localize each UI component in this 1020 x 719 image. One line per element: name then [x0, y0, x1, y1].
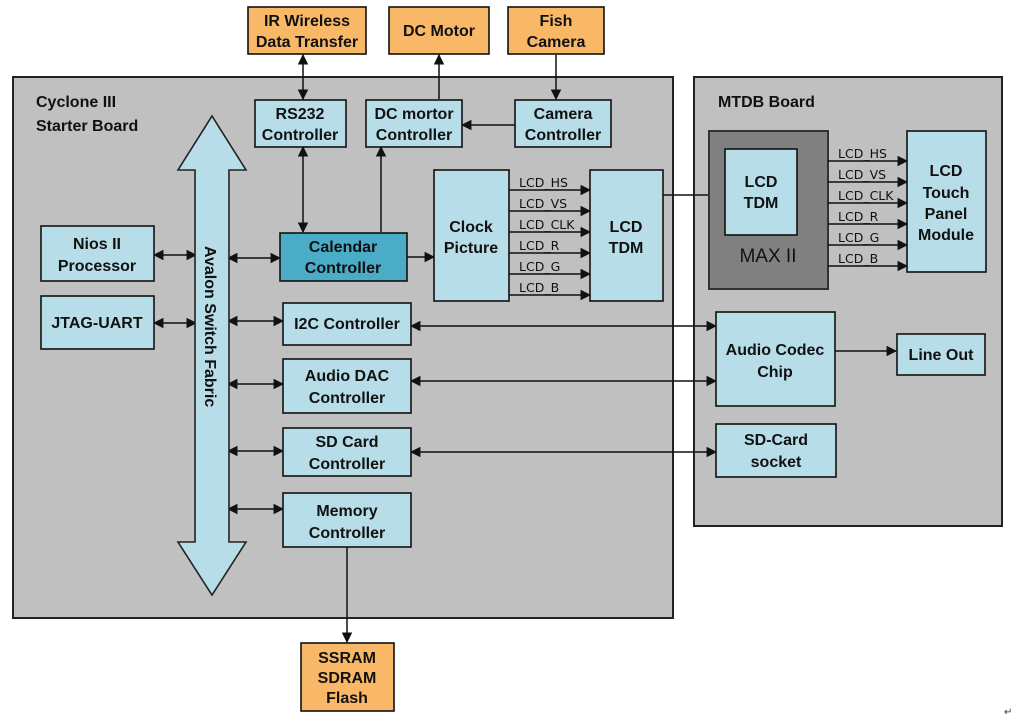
signal-left-label-lcd-vs: LCD_VS [519, 196, 567, 211]
avalon-bus-label: Avalon Switch Fabric [201, 246, 218, 407]
svg-text:Line Out: Line Out [909, 347, 975, 364]
dc-motor-block: DC Motor [388, 6, 490, 55]
mtdb-board-title: MTDB Board [718, 94, 815, 111]
signal-left-label-lcd-b: LCD_B [519, 280, 559, 295]
signal-right-label-lcd-g: LCD_G [838, 230, 879, 245]
connections [152, 53, 898, 644]
signal-left-label-lcd-g: LCD_G [519, 259, 560, 274]
i2c-controller-block: I2C Controller [282, 302, 412, 346]
lcd-signals-left: LCD_HS LCD_VS LCD_CLK LCD_R LCD_G LCD_B [509, 175, 592, 301]
svg-text:MAX II: MAX II [739, 246, 796, 267]
signal-right-label-lcd-r: LCD_R [838, 209, 879, 224]
corner-mark: ↵ [1004, 707, 1012, 718]
signal-right-label-lcd-vs: LCD_VS [838, 167, 886, 182]
avalon-bus [176, 114, 248, 597]
svg-text:JTAG-UART: JTAG-UART [51, 315, 142, 332]
jtag-uart-block: JTAG-UART [40, 295, 155, 350]
signal-left-label-lcd-clk: LCD_CLK [519, 217, 575, 232]
signal-right-label-lcd-b: LCD_B [838, 251, 878, 266]
signal-left-label-lcd-hs: LCD_HS [519, 175, 568, 190]
lcd-signals-right: LCD_HS LCD_VS LCD_CLK LCD_R LCD_G LCD_B [828, 146, 909, 272]
svg-text:DC Motor: DC Motor [403, 23, 475, 40]
line-out-block: Line Out [896, 333, 986, 376]
signal-right-label-lcd-clk: LCD_CLK [838, 188, 894, 203]
cyclone-board-title: Cyclone III Starter Board [36, 94, 138, 135]
signal-left-label-lcd-r: LCD_R [519, 238, 560, 253]
svg-text:I2C Controller: I2C Controller [294, 316, 400, 333]
signal-right-label-lcd-hs: LCD_HS [838, 146, 887, 161]
